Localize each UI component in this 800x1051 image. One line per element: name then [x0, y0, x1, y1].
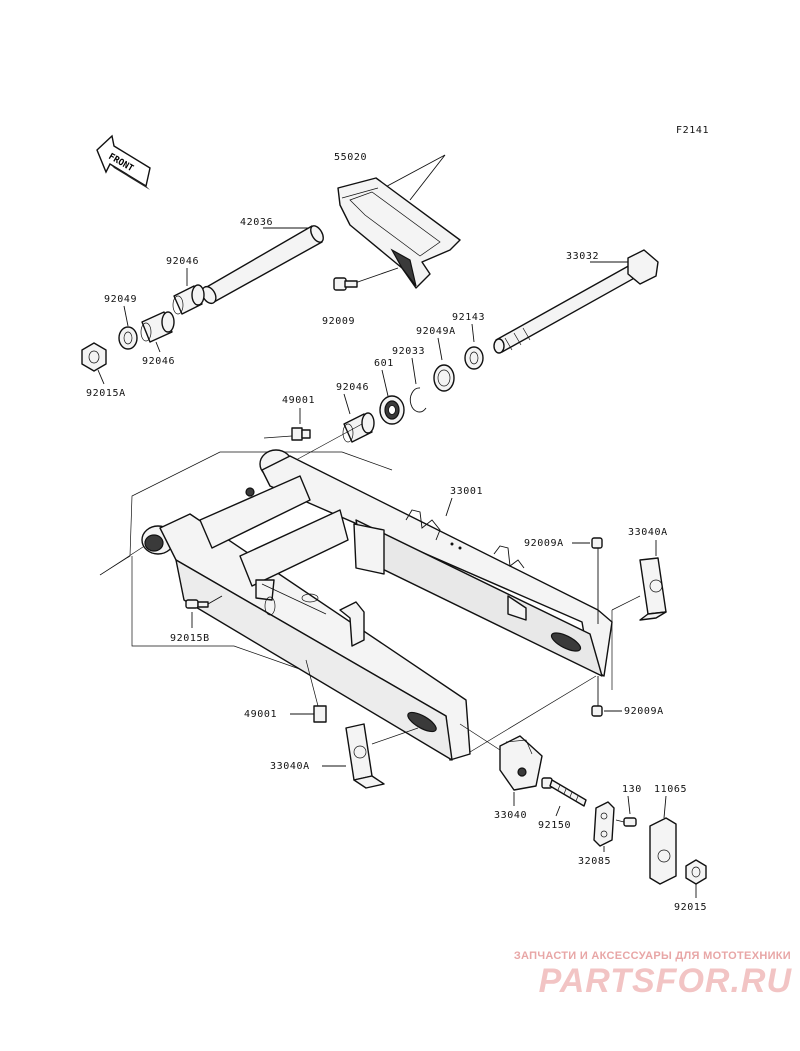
sleeve-42036: [201, 225, 324, 305]
oil-seal-92049: [118, 305, 138, 350]
needle-bearing-92046-mid: [140, 311, 175, 353]
front-arrow-icon: FRONT: [96, 134, 151, 190]
bracket-33040A-left: [322, 723, 419, 789]
circlip-92033: [409, 357, 427, 413]
label-130: 130: [622, 784, 642, 795]
grease-nipple-49001-upper: [263, 408, 311, 441]
label-92049A: 92049A: [416, 326, 456, 337]
grease-nipple-49001-lower: [290, 659, 327, 723]
bolt-92009: [333, 267, 399, 291]
bracket-33040: [499, 735, 543, 806]
label-49001-upper: 49001: [282, 395, 315, 406]
label-92015: 92015: [674, 902, 707, 913]
label-92033: 92033: [392, 346, 425, 357]
ball-bearing-601: [379, 369, 405, 425]
label-32085: 32085: [578, 856, 611, 867]
bolt-92015B: [185, 595, 223, 628]
oil-seal-92049A: [433, 337, 455, 392]
swingarm-33001: [99, 423, 641, 761]
label-33032: 33032: [566, 251, 599, 262]
pivot-axle-33032: [493, 249, 659, 354]
label-92009A-upper: 92009A: [524, 538, 564, 549]
label-92046-upper: 92046: [166, 256, 199, 267]
label-33040A-right: 33040A: [628, 527, 668, 538]
label-601: 601: [374, 358, 394, 369]
label-11065: 11065: [654, 784, 687, 795]
plate-32085: [593, 801, 615, 852]
bracket-33040A-right: [639, 540, 667, 621]
bolt-92009A-upper: [572, 537, 603, 624]
label-92009A-lower: 92009A: [624, 706, 664, 717]
watermark-logo: PARTSFOR.RU: [538, 962, 792, 1000]
label-92046-low: 92046: [336, 382, 369, 393]
label-33001: 33001: [450, 486, 483, 497]
label-49001-lower: 49001: [244, 709, 277, 720]
cap-11065: [649, 795, 677, 885]
nut-92015: [685, 859, 707, 898]
bolt-130: [615, 795, 637, 827]
label-33040: 33040: [494, 810, 527, 821]
label-92049: 92049: [104, 294, 137, 305]
nut-92015A: [81, 342, 107, 385]
label-92150: 92150: [538, 820, 571, 831]
label-92015B: 92015B: [170, 633, 210, 644]
bolt-92009A-lower: [591, 676, 622, 717]
label-92143: 92143: [452, 312, 485, 323]
chain-guide-55020: [337, 154, 461, 289]
label-92009: 92009: [322, 316, 355, 327]
label-55020: 55020: [334, 152, 367, 163]
label-92015A: 92015A: [86, 388, 126, 399]
label-42036: 42036: [240, 217, 273, 228]
adjuster-bolt-92150: [541, 777, 587, 817]
label-33040A-left: 33040A: [270, 761, 310, 772]
needle-bearing-92046-low: [342, 393, 375, 443]
watermark-tagline: ЗАПЧАСТИ И АКСЕССУАРЫ ДЛЯ МОТОТЕХНИКИ: [513, 950, 791, 962]
collar-92143: [464, 323, 484, 370]
needle-bearing-92046-upper: [172, 268, 205, 315]
figure-code: F2141: [676, 125, 709, 136]
label-92046-mid: 92046: [142, 356, 175, 367]
